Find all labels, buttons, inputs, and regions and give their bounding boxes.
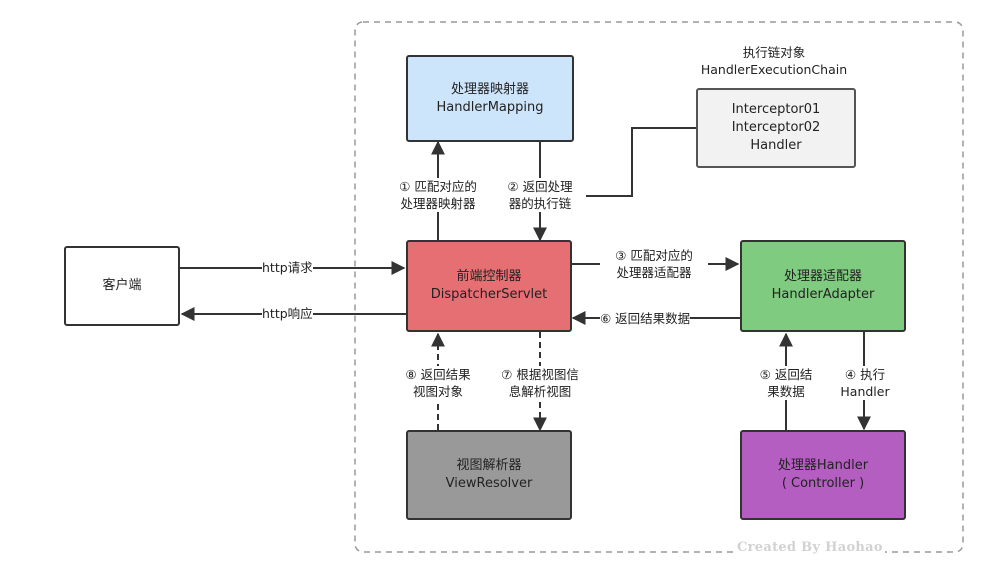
step4-line1: ④ 执行 <box>844 367 886 382</box>
step1-label: ① 匹配对应的 处理器映射器 <box>384 178 492 212</box>
handler-mapping-node: 处理器映射器 HandlerMapping <box>406 55 574 142</box>
handler-mapping-en: HandlerMapping <box>436 99 544 115</box>
handler-adapter-en: HandlerAdapter <box>771 287 875 302</box>
chain-interceptor02: Interceptor02 <box>731 120 821 135</box>
handler-node: 处理器Handler ( Controller ) <box>740 430 906 520</box>
step5-line2: 果数据 <box>767 384 805 399</box>
system-boundary <box>354 21 964 553</box>
step2-label: ② 返回处理 器的执行链 <box>494 178 586 212</box>
step5-label: ⑤ 返回结 果数据 <box>748 366 824 400</box>
view-resolver-en: ViewResolver <box>445 476 533 491</box>
step4-label: ④ 执行 Handler <box>832 366 898 400</box>
watermark: Created By Haohao <box>735 540 885 555</box>
step2-line1: ② 返回处理 <box>507 179 573 194</box>
http-response-label: http响应 <box>262 305 313 322</box>
chain-arrow <box>568 127 696 203</box>
execution-chain-caption-cn: 执行链对象 <box>742 45 806 60</box>
step1-line1: ① 匹配对应的 <box>399 179 477 194</box>
handler-adapter-node: 处理器适配器 HandlerAdapter <box>740 240 906 332</box>
handler-mapping-cn: 处理器映射器 <box>450 81 529 97</box>
step2-line2: 器的执行链 <box>508 196 572 211</box>
handler-adapter-cn: 处理器适配器 <box>783 269 862 284</box>
step3-line1: ③ 匹配对应的 <box>615 248 693 263</box>
step7-line1: ⑦ 根据视图信 <box>501 367 579 382</box>
step4-line2: Handler <box>840 384 890 399</box>
step7-label: ⑦ 根据视图信 息解析视图 <box>492 366 588 400</box>
step6-label: ⑥ 返回结果数据 <box>600 310 691 327</box>
step3-line2: 处理器适配器 <box>616 265 692 280</box>
chain-interceptor01: Interceptor01 <box>731 102 821 117</box>
handler-cn: 处理器Handler <box>777 458 869 473</box>
execution-chain-caption-en: HandlerExecutionChain <box>700 62 848 77</box>
http-request-label: http请求 <box>262 259 313 276</box>
step1-line2: 处理器映射器 <box>400 196 476 211</box>
dispatcher-node: 前端控制器 DispatcherServlet <box>406 240 572 332</box>
step8-line2: 视图对象 <box>412 384 463 399</box>
step3-label: ③ 匹配对应的 处理器适配器 <box>600 247 708 281</box>
client-node: 客户端 <box>64 246 180 326</box>
view-resolver-cn: 视图解析器 <box>456 458 522 473</box>
step5-line1: ⑤ 返回结 <box>759 367 813 382</box>
dispatcher-en: DispatcherServlet <box>430 287 548 302</box>
client-label: 客户端 <box>102 278 142 293</box>
step8-line1: ⑧ 返回结果 <box>405 367 471 382</box>
handler-en: ( Controller ) <box>781 476 865 491</box>
chain-handler: Handler <box>750 138 802 153</box>
dispatcher-cn: 前端控制器 <box>456 269 522 284</box>
step8-label: ⑧ 返回结果 视图对象 <box>392 366 484 400</box>
execution-chain-node: Interceptor01 Interceptor02 Handler <box>696 88 856 168</box>
view-resolver-node: 视图解析器 ViewResolver <box>406 430 572 520</box>
step7-line2: 息解析视图 <box>508 384 572 399</box>
execution-chain-caption: 执行链对象 HandlerExecutionChain <box>676 44 872 78</box>
